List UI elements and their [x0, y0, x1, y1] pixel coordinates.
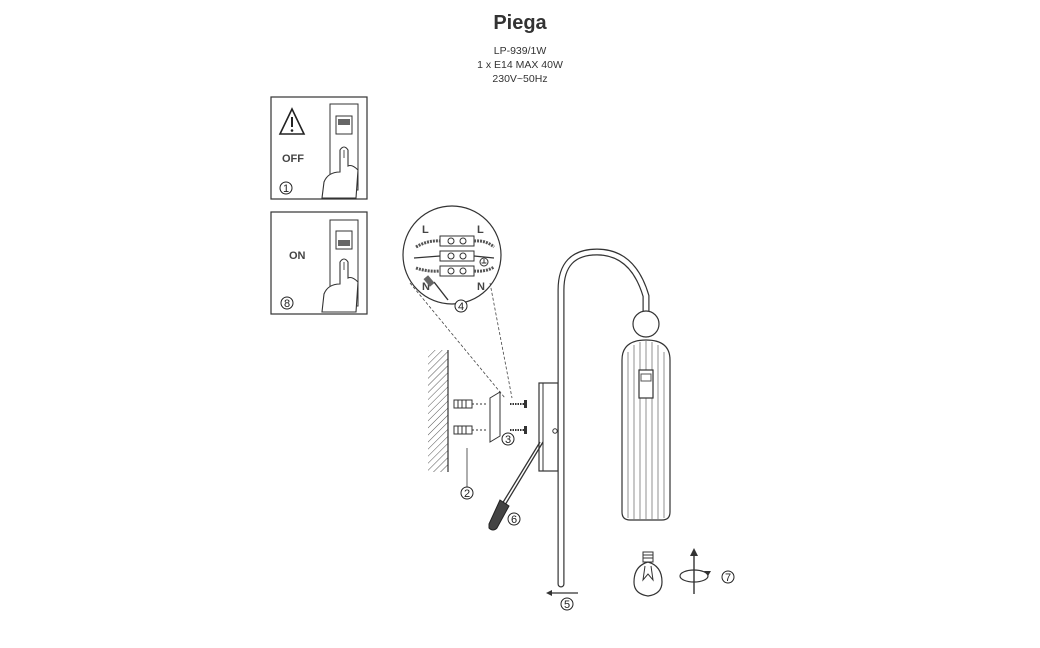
neutral-label-right: N	[477, 281, 485, 293]
live-label-right: L	[477, 224, 484, 236]
screw	[510, 426, 527, 434]
model-code: LP-939/1W	[493, 45, 547, 57]
lamp-ball	[632, 310, 660, 338]
step-2-number: 2	[464, 488, 470, 500]
lamp-backplate	[538, 382, 559, 472]
mounting-bracket	[489, 391, 501, 443]
step-3-number: 3	[505, 434, 511, 446]
glass-shade	[621, 339, 671, 521]
light-bulb-icon	[633, 551, 663, 597]
step-1-number: 1	[283, 183, 289, 195]
step-5-number: 5	[564, 599, 570, 611]
live-label-left: L	[422, 224, 429, 236]
wall-plug	[453, 399, 488, 409]
arrow-left-icon	[546, 590, 578, 596]
earth-icon	[479, 257, 489, 267]
step-6-number: 6	[511, 514, 517, 526]
step-8-power-on-panel: ON 8	[270, 211, 368, 315]
hand-icon	[321, 146, 359, 199]
screw	[510, 400, 527, 408]
step-8-number: 8	[284, 298, 290, 310]
bulb-spec: 1 x E14 MAX 40W	[477, 59, 563, 71]
rotate-icon	[679, 548, 711, 594]
wall: 2	[428, 350, 474, 500]
product-title: Piega	[493, 12, 547, 34]
lamp-arm	[557, 248, 650, 588]
terminal-block	[439, 235, 475, 277]
step-4-number: 4	[458, 301, 464, 313]
warning-icon	[278, 107, 306, 135]
wiring-detail: L L N N 4	[402, 205, 513, 399]
lamp-socket	[638, 369, 654, 399]
step-7-number: 7	[725, 572, 731, 584]
product-specs: LP-939/1W 1 x E14 MAX 40W 230V~50Hz	[0, 44, 1040, 86]
hand-icon	[321, 258, 359, 313]
on-label: ON	[289, 250, 306, 262]
voltage-spec: 230V~50Hz	[492, 73, 548, 85]
wall-plug	[453, 425, 488, 435]
off-label: OFF	[282, 153, 304, 165]
step-1-power-off-panel: OFF 1	[270, 96, 368, 200]
screwdriver-icon	[423, 275, 449, 301]
screwdriver-icon	[488, 441, 544, 531]
neutral-label-left: N	[422, 281, 430, 293]
